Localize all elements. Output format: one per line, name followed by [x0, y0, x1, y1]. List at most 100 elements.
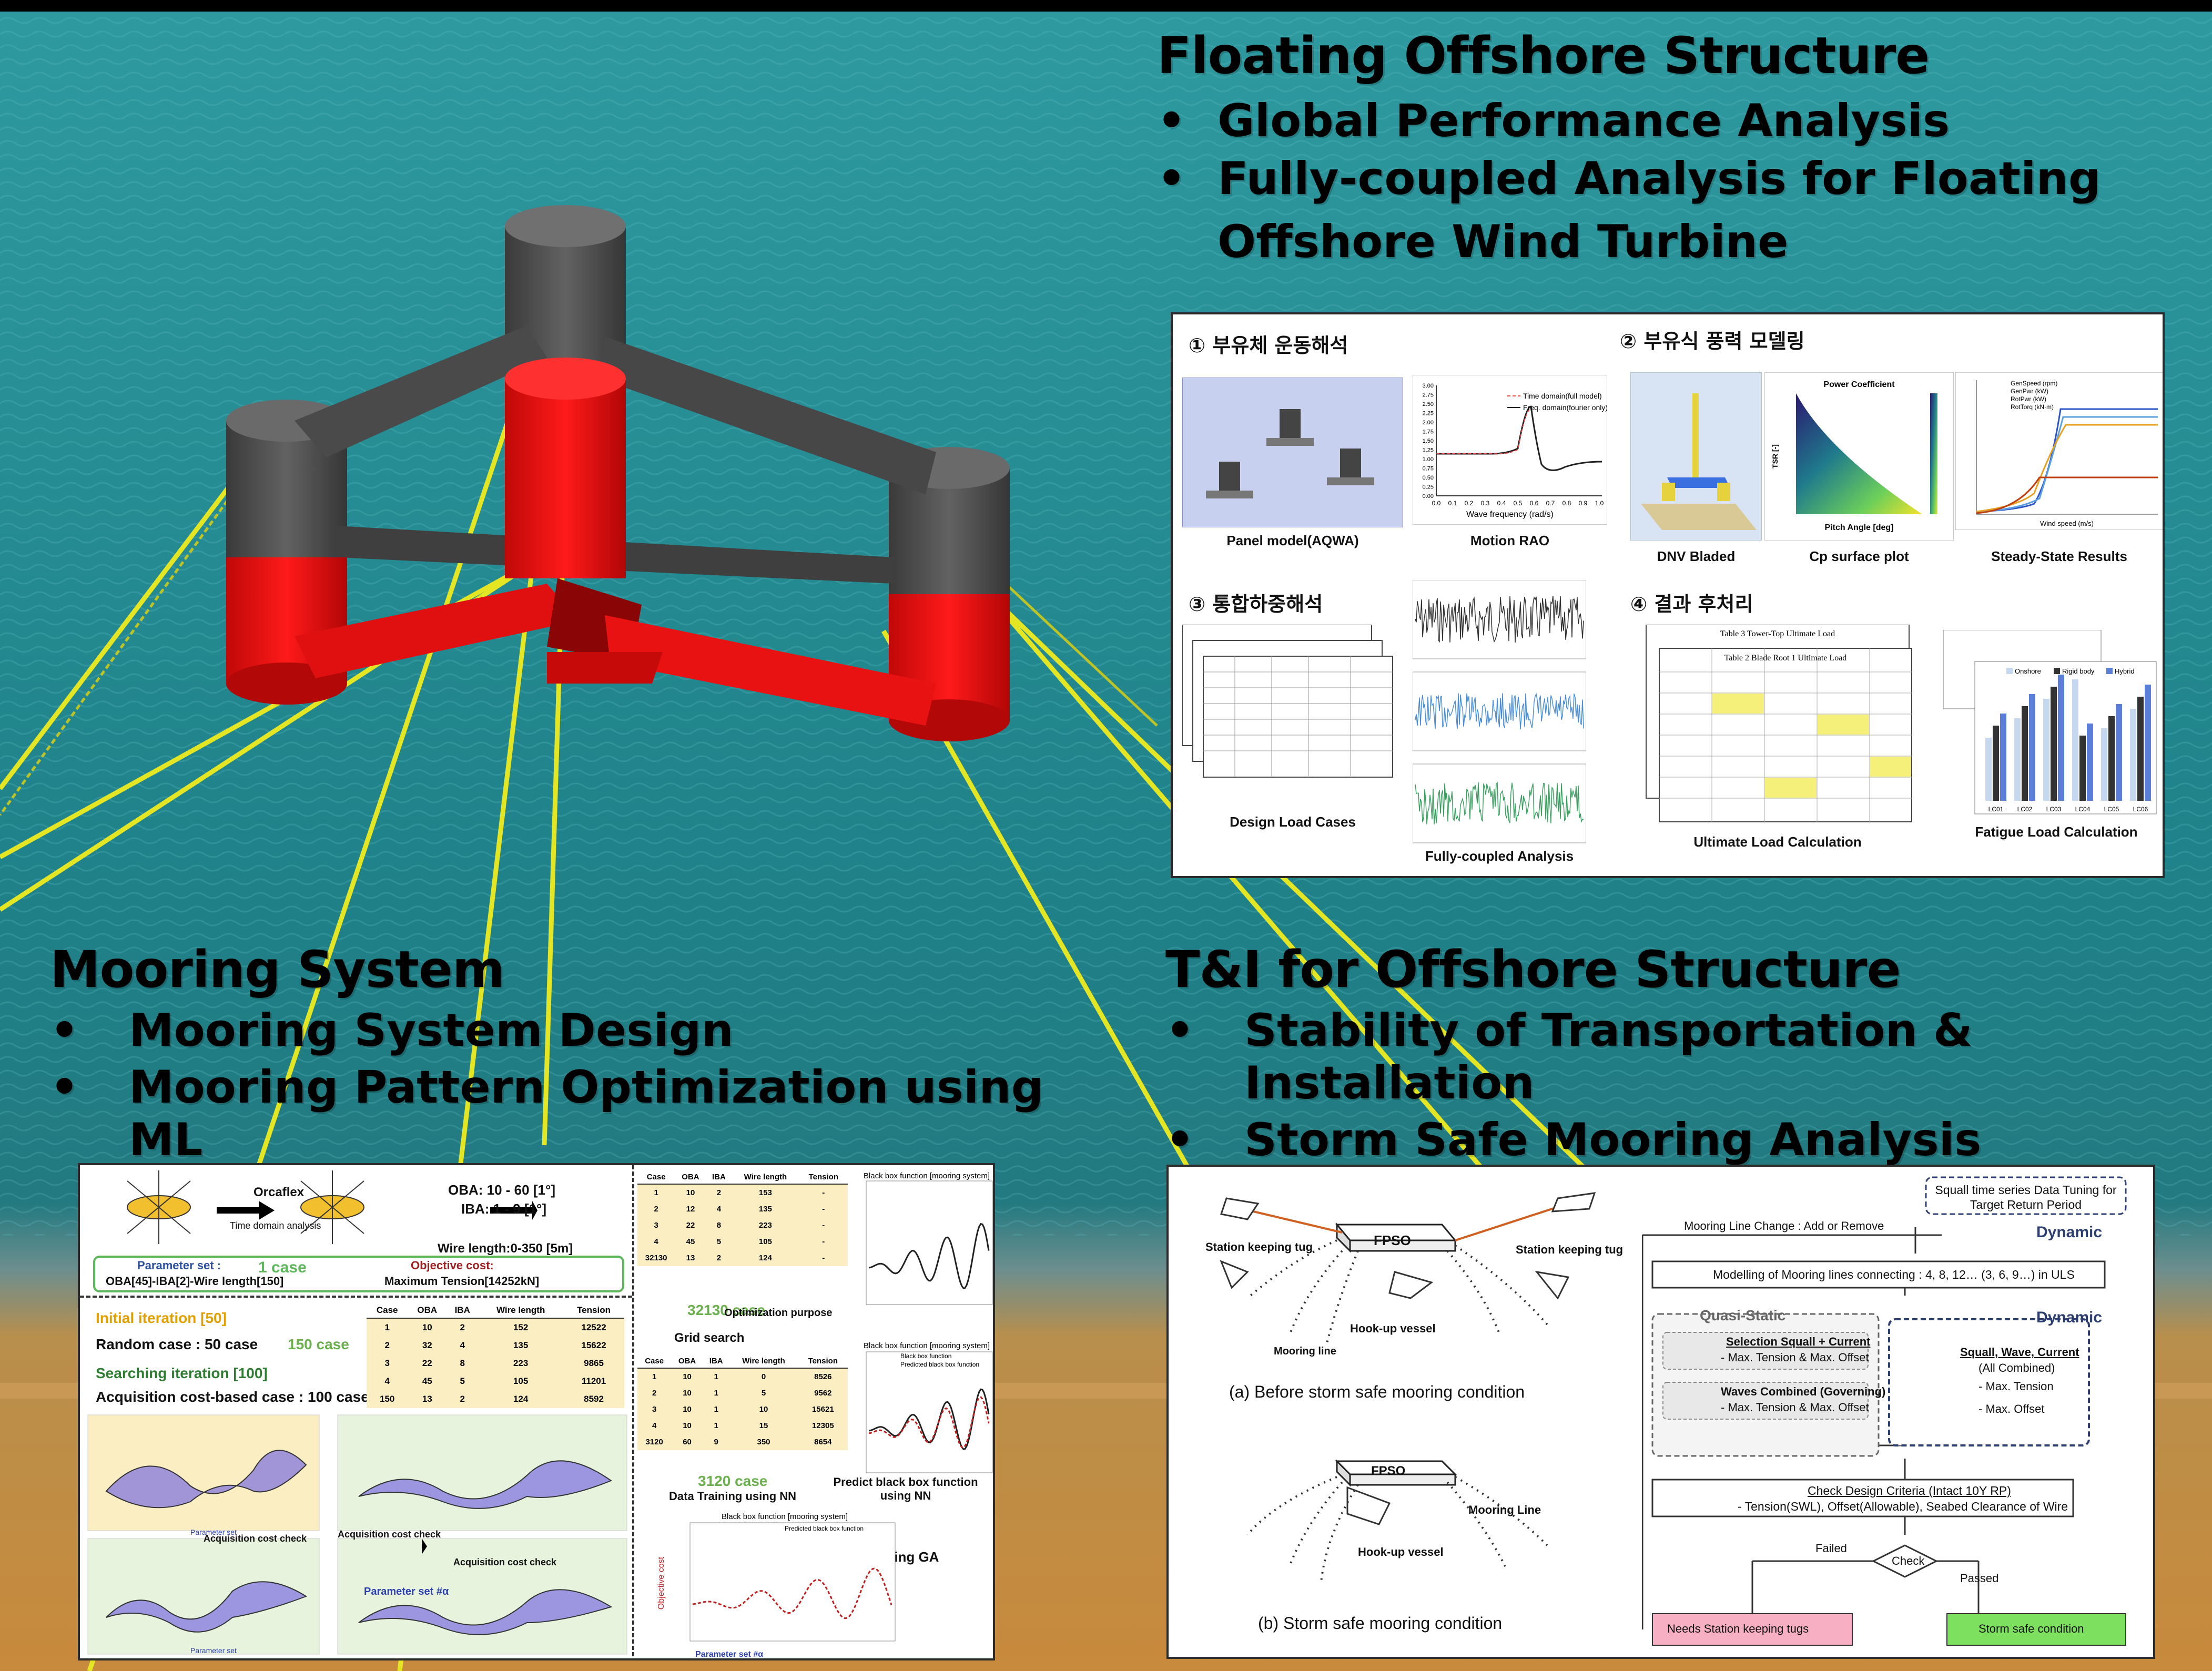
acquisition-cost-check-3: Acquisition cost check: [453, 1557, 557, 1567]
rao-y-tick: 0.25: [1423, 484, 1434, 491]
case-3120: 3120 case: [698, 1473, 768, 1489]
table-cell: 9: [714, 1438, 718, 1446]
table-cell: -: [822, 1254, 825, 1262]
step2-label: ② 부유식 풍력 모델링: [1620, 330, 1805, 353]
step3-label: ③ 통합하중해석: [1189, 593, 1323, 616]
svg-text:GenSpeed (rpm): GenSpeed (rpm): [2011, 380, 2057, 387]
table-cell: 150: [380, 1394, 395, 1404]
table-cell: 350: [757, 1438, 770, 1446]
step4-label: ④ 결과 후처리: [1630, 593, 1753, 616]
squall-tuning-box: Squall time series Data Tuning for Targe…: [1935, 1183, 2117, 1211]
fatigue-bar: [2058, 675, 2064, 801]
table-cell: 15: [759, 1421, 768, 1430]
fatigue-x-tick: LC03: [2046, 806, 2062, 813]
step1-label: ① 부유체 운동해석: [1189, 334, 1348, 357]
table-cell: 152: [513, 1322, 529, 1332]
table-cell: 2: [460, 1394, 465, 1404]
mooring-bullet-1: •Mooring System Design: [50, 1004, 734, 1057]
iba-range: IBA: 1 - 9 [1°]: [461, 1201, 547, 1217]
ti-title: T&I for Offshore Structure: [1165, 940, 1901, 999]
data-training: Data Training using NN: [669, 1490, 797, 1503]
dynamic-label-2: Dynamic: [2036, 1309, 2103, 1326]
table-cell: 1: [714, 1405, 718, 1414]
passed-label: Passed: [1960, 1572, 1999, 1585]
svg-text:Black box function [mooring sy: Black box function [mooring system]: [864, 1341, 990, 1350]
table-cell: 10: [759, 1405, 768, 1414]
mooring-title: Mooring System: [50, 940, 505, 999]
svg-text:Hybrid: Hybrid: [2115, 667, 2135, 675]
table-cell: 32130: [645, 1254, 667, 1262]
svg-text:Table 3 Tower-Top Ultimate Loa: Table 3 Tower-Top Ultimate Load: [1720, 629, 1835, 638]
svg-text:Black box function [mooring sy: Black box function [mooring system]: [864, 1171, 990, 1180]
table-cell: 60: [683, 1438, 692, 1446]
rao-y-tick: 0.75: [1423, 466, 1434, 472]
acquisition-cost-check-1: Acquisition cost check: [204, 1533, 307, 1544]
selection-squall-sub: - Max. Tension & Max. Offset: [1721, 1351, 1869, 1364]
fatigue-bar: [2022, 706, 2028, 801]
rao-x-tick: 0.0: [1432, 500, 1441, 507]
table-header: Wire length: [732, 1170, 799, 1185]
table-cell: 105: [758, 1237, 772, 1246]
param-alpha-left: Parameter set #α: [364, 1586, 449, 1597]
check-design-sub: - Tension(SWL), Offset(Allowable), Seabe…: [1738, 1500, 2068, 1513]
table-cell: 12305: [811, 1421, 834, 1430]
svg-text:Black box function [mooring sy: Black box function [mooring system]: [722, 1512, 848, 1521]
table-cell: -: [822, 1188, 825, 1197]
table-cell: 12522: [581, 1322, 606, 1332]
table-header: IBA: [447, 1303, 479, 1319]
table-cell: 2: [716, 1188, 722, 1197]
table-cell: 22: [686, 1221, 695, 1230]
cp-surface-plot: Power Coefficient Pitch Angle [deg] TSR …: [1764, 372, 1954, 541]
table-cell: 8: [716, 1221, 722, 1230]
panel-model-image: [1182, 378, 1403, 527]
table-cell: 1: [714, 1389, 718, 1398]
table-cell: 8526: [814, 1372, 832, 1381]
floating-title: Floating Offshore Structure: [1157, 26, 1930, 85]
ultimate-load-tables: Table 3 Tower-Top Ultimate Load Table 2 …: [1646, 625, 1912, 822]
time-domain-label: Time domain analysis: [230, 1220, 321, 1231]
table-header: OBA: [671, 1354, 703, 1369]
table-cell: 2: [652, 1389, 657, 1398]
param-set-axis-2: Parameter set: [190, 1646, 237, 1655]
table-header: OBA: [675, 1170, 706, 1185]
motion-rao-chart: Wave frequency (rad/s) Time domain(full …: [1413, 375, 1607, 525]
table-cell: 153: [758, 1188, 772, 1197]
svg-text:Onshore: Onshore: [2015, 667, 2041, 675]
table-cell: 10: [683, 1372, 692, 1381]
table-header: IBA: [703, 1354, 729, 1369]
rao-y-tick: 1.00: [1423, 456, 1434, 463]
svg-text:Freq. domain(fourier only): Freq. domain(fourier only): [1523, 403, 1607, 412]
svg-text:RotPwr (kW): RotPwr (kW): [2011, 395, 2046, 403]
caption-dnv-bladed: DNV Bladed: [1657, 548, 1736, 564]
ti-section-heading: T&I for Offshore Structure •Stability of…: [1165, 940, 2207, 1166]
table-cell: 5: [761, 1389, 766, 1398]
table-cell: 1: [654, 1188, 658, 1197]
fatigue-bar: [2116, 704, 2122, 801]
svg-text:TSR [-]: TSR [-]: [1771, 444, 1779, 468]
rao-x-tick: 0.4: [1497, 500, 1506, 507]
fatigue-bar: [2014, 718, 2021, 801]
ti-storm-safe-panel: FPSO Station keeping tug Station keeping…: [1166, 1165, 2155, 1659]
table-cell: 8: [460, 1358, 465, 1368]
svg-text:Predicted black box function: Predicted black box function: [785, 1525, 864, 1532]
design-load-cases-tables: [1182, 625, 1393, 778]
acquisition-plots: [87, 1414, 627, 1655]
svg-text:Table 2 Blade Root 1 Ultimate: Table 2 Blade Root 1 Ultimate Load: [1724, 654, 1847, 663]
table-cell: 3120: [645, 1438, 663, 1446]
fatigue-bar: [2145, 685, 2151, 801]
mooring-section-heading: Mooring System •Mooring System Design •M…: [50, 940, 1102, 1166]
svg-text:GenPwr (kW): GenPwr (kW): [2011, 388, 2048, 395]
table-cell: 223: [513, 1358, 529, 1368]
table-header: OBA: [408, 1303, 447, 1319]
table-cell: 2: [384, 1340, 390, 1350]
svg-text:Wind speed (m/s): Wind speed (m/s): [2040, 519, 2094, 527]
table-header: Tension: [563, 1303, 624, 1319]
fpso-label-b: FPSO: [1371, 1464, 1406, 1478]
steady-state-chart: Wind speed (m/s) GenSpeed (rpm) GenPwr (…: [1955, 372, 2163, 530]
